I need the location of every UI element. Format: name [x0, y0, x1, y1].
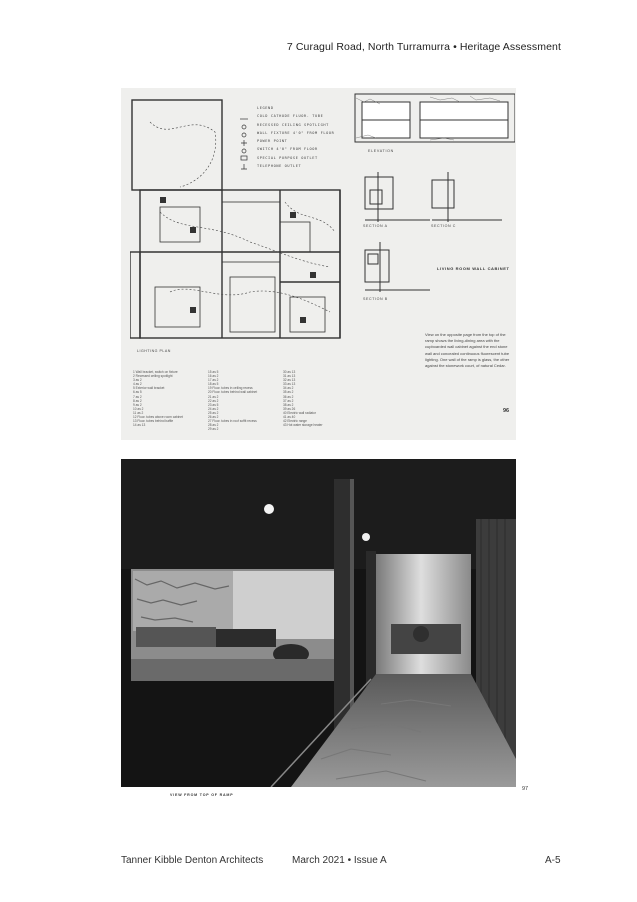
- legend-item: SWITCH 4'0" FROM FLOOR: [257, 147, 318, 152]
- key-item: 23 as 5: [208, 402, 219, 407]
- key-item: 4 as 2: [133, 382, 142, 387]
- key-list-column-1: 1 Wall bracket, switch on fixture 2 Rece…: [133, 370, 183, 427]
- key-item: 24 as 2: [208, 406, 219, 411]
- footer-date-issue: March 2021 • Issue A: [292, 855, 387, 866]
- key-item: 36 as 2: [283, 394, 294, 399]
- key-item: 30 as 13: [283, 370, 296, 374]
- section-a-label: SECTION A: [363, 224, 388, 228]
- key-item: 13 Fluor. tubes behind baffle: [133, 419, 174, 424]
- header-title: 7 Curagul Road, North Turramurra: [286, 41, 451, 53]
- legend-item: WALL FIXTURE 4'0" FROM FLOOR: [257, 130, 335, 135]
- key-item: 40 Electric wall radiator: [283, 410, 316, 415]
- key-item: 18 as 5: [208, 382, 219, 387]
- key-item: 7 as 2: [133, 394, 142, 399]
- key-item: 38 as 2: [283, 402, 294, 407]
- key-item: 31 as 13: [283, 374, 296, 379]
- legend: LEGEND COLD CATHODE FLUOR. TUBE RECESSED…: [257, 104, 334, 170]
- key-list-column-3: 30 as 13 31 as 13 32 as 13 33 as 13 34 a…: [283, 370, 323, 427]
- key-item: 9 as 2: [133, 402, 142, 407]
- section-b-label: SECTION B: [363, 297, 388, 301]
- key-item: 3 as 2: [133, 378, 142, 383]
- key-item: 41 as 40: [283, 415, 296, 420]
- key-list-column-2: 15 as 5 16 as 2 17 as 2 18 as 5 19 Fluor…: [208, 370, 257, 431]
- key-item: 16 as 2: [208, 374, 219, 379]
- scan-caption: View on the opposite page from the top o…: [425, 332, 510, 369]
- key-item: 43 Hot water storage heater: [283, 423, 323, 428]
- key-item: 12 Fluor. tubes above room cabinet: [133, 415, 183, 420]
- header-bullet: •: [453, 41, 457, 53]
- footer-page-number: A-5: [545, 855, 561, 866]
- interior-photo: [121, 459, 516, 787]
- key-item: 35 as 2: [283, 390, 294, 395]
- section-c-label: SECTION C: [431, 224, 456, 228]
- key-item: 32 as 13: [283, 378, 296, 383]
- elevation-label: ELEVATION: [368, 149, 394, 153]
- plan-scan: [121, 88, 516, 440]
- key-item: 1 Wall bracket, switch on fixture: [133, 370, 178, 374]
- key-item: 21 as 2: [208, 394, 219, 399]
- key-item: 19 Fluor. tubes in ceiling recess: [208, 386, 253, 391]
- key-item: 26 as 2: [208, 415, 219, 420]
- key-item: 22 as 2: [208, 398, 219, 403]
- footer-firm: Tanner Kibble Denton Architects: [121, 855, 264, 866]
- legend-item: RECESSED CEILING SPOTLIGHT: [257, 122, 329, 127]
- cabinet-label: LIVING ROOM WALL CABINET: [437, 266, 510, 271]
- key-item: 27 Fluor. tubes in roof soffit recess: [208, 419, 257, 424]
- legend-item: SPECIAL PURPOSE OUTLET: [257, 155, 318, 160]
- page-header: 7 Curagul Road, North Turramurra • Herit…: [287, 41, 561, 53]
- header-subtitle: Heritage Assessment: [459, 41, 561, 53]
- photo-caption: VIEW FROM TOP OF RAMP: [170, 793, 234, 797]
- key-item: 20 Fluor. tubes behind wall cabinet: [208, 390, 258, 395]
- key-item: 28 as 2: [208, 423, 219, 428]
- legend-item: COLD CATHODE FLUOR. TUBE: [257, 114, 324, 119]
- key-item: 34 as 2: [283, 386, 294, 391]
- key-item: 37 as 2: [283, 398, 294, 403]
- key-item: 2 Recessed ceiling spotlight: [133, 374, 173, 379]
- lighting-plan-label: LIGHTING PLAN: [137, 349, 171, 353]
- key-item: 15 as 5: [208, 370, 219, 374]
- key-item: 5 Exterior wall bracket: [133, 386, 165, 391]
- key-item: 29 as 2: [208, 427, 219, 432]
- key-item: 39 as 26: [283, 406, 296, 411]
- legend-item: TELEPHONE OUTLET: [257, 164, 302, 169]
- lighting-plan-drawing: [130, 93, 515, 339]
- legend-item: POWER POINT: [257, 139, 288, 144]
- key-item: 10 as 2: [133, 406, 144, 411]
- key-item: 6 as 5: [133, 390, 142, 395]
- key-item: 11 as 2: [133, 410, 144, 415]
- key-item: 17 as 2: [208, 378, 219, 383]
- legend-heading: LEGEND: [257, 106, 274, 110]
- key-item: 14 as 13: [133, 423, 146, 428]
- key-item: 8 as 2: [133, 398, 142, 403]
- scan-page-number: 96: [503, 408, 510, 414]
- photo-page-number: 97: [522, 786, 529, 792]
- key-item: 25 as 2: [208, 410, 219, 415]
- key-item: 42 Electric range: [283, 419, 307, 424]
- key-item: 33 as 13: [283, 382, 296, 387]
